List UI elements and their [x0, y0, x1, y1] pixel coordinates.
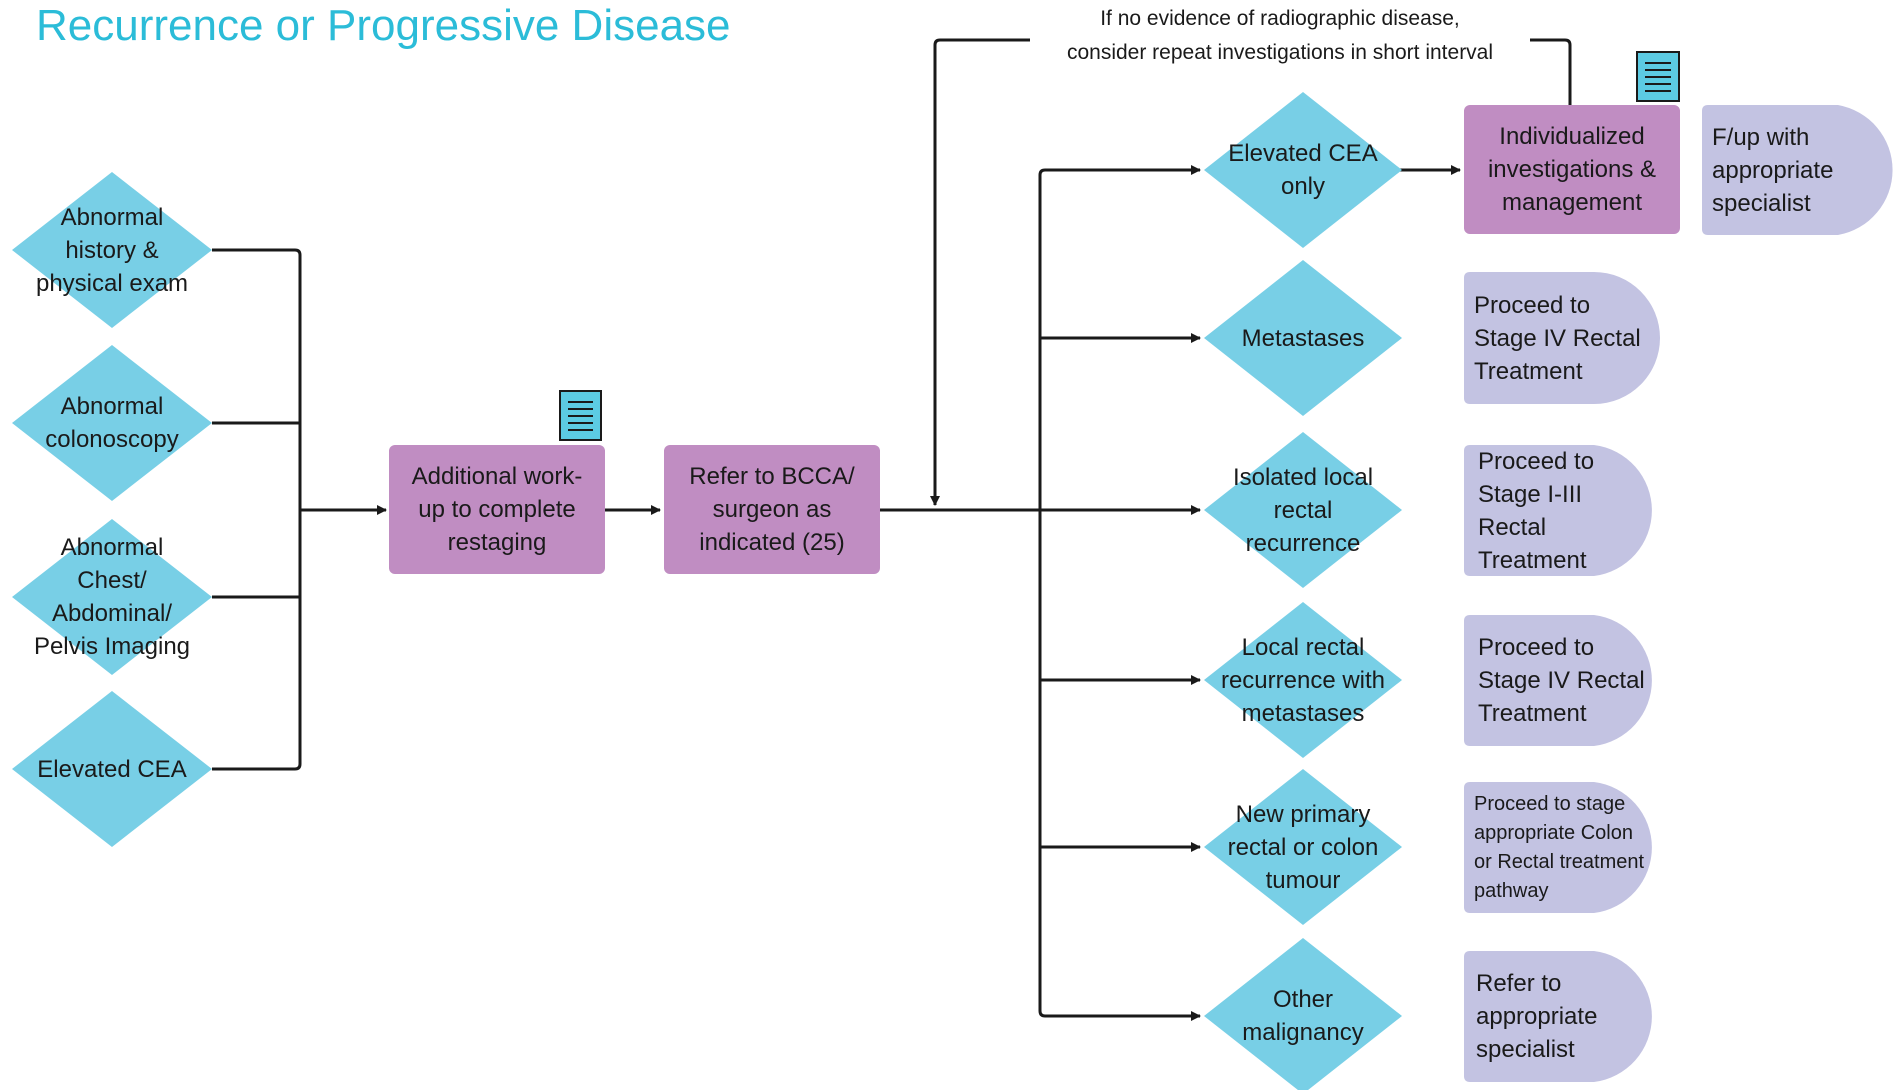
result-label-stage-i-iii: Proceed to Stage I-III Rectal Treatment — [1478, 447, 1595, 574]
individualized-label: Individualized investigations & manageme… — [1487, 123, 1657, 216]
branch-elevated-cea — [1038, 165, 1201, 510]
box-refer — [664, 445, 880, 574]
diamond-trigger-colonoscopy — [12, 345, 212, 501]
trigger-label-imaging: Abnormal Chest/ Abdominal/ Pelvis Imagin… — [33, 534, 191, 660]
trigger-label-history: Abnormal history & physical exam — [35, 203, 189, 297]
document-icon[interactable] — [1636, 51, 1680, 102]
terminal-fup-specialist — [1702, 105, 1893, 235]
terminal-shapes — [1464, 105, 1893, 1082]
diamond-metastases — [1204, 260, 1402, 416]
result-label-stage-appropriate: Proceed to stage appropriate Colon or Re… — [1474, 792, 1645, 902]
page-title: Recurrence or Progressive Disease — [36, 1, 731, 50]
diamond-other-malignancy — [1204, 938, 1402, 1090]
feedback-line-left — [930, 38, 1050, 506]
document-icon[interactable] — [559, 390, 602, 441]
result-label-stage-iv-2: Proceed to Stage IV Rectal Treatment — [1478, 634, 1645, 727]
decision-label-other-malignancy: Other malignancy — [1242, 986, 1364, 1046]
diamond-trigger-history — [12, 172, 212, 328]
trigger-merge-line — [212, 248, 302, 771]
box-individualized — [1464, 105, 1680, 234]
terminal-stage-iv-2 — [1464, 615, 1652, 746]
decision-label-new-primary: New primary rectal or colon tumour — [1227, 800, 1379, 894]
decision-label-elevated-cea-only: Elevated CEA only — [1228, 140, 1378, 200]
diamond-trigger-imaging — [12, 519, 212, 675]
decision-label-local-with-mets: Local rectal recurrence with metastases — [1220, 633, 1386, 727]
diamond-elevated-cea-only — [1204, 92, 1402, 248]
workup-label: Additional work- up to complete restagin… — [411, 463, 583, 556]
box-workup — [389, 445, 605, 574]
diamond-new-primary — [1204, 769, 1402, 925]
diamond-isolated-local — [1204, 432, 1402, 588]
trigger-label-cea: Elevated CEA — [37, 755, 187, 783]
terminal-stage-iv-1 — [1464, 272, 1660, 404]
terminal-refer-specialist — [1464, 951, 1652, 1082]
feedback-line-right — [1530, 38, 1572, 105]
terminal-stage-i-iii — [1464, 445, 1652, 576]
branch-trunk-down — [1038, 510, 1201, 1021]
terminal-stage-appropriate — [1464, 782, 1652, 913]
result-label-stage-iv-1: Proceed to Stage IV Rectal Treatment — [1474, 291, 1641, 385]
trigger-diamonds — [12, 172, 212, 847]
diamond-trigger-cea — [12, 691, 212, 847]
decision-label-isolated-local: Isolated local rectal recurrence — [1232, 463, 1374, 557]
result-label-refer-specialist: Refer to appropriate specialist — [1476, 970, 1598, 1063]
connectors — [212, 38, 1572, 1021]
result-label-fup: F/up with appropriate specialist — [1712, 123, 1834, 217]
decision-label-metastases: Metastases — [1241, 324, 1365, 352]
feedback-note: If no evidence of radiographic disease, … — [1030, 2, 1530, 70]
diamond-local-with-mets — [1204, 602, 1402, 758]
trigger-label-colonoscopy: Abnormal colonoscopy — [45, 393, 179, 453]
outcome-diamonds — [1204, 92, 1402, 1090]
refer-label: Refer to BCCA/ surgeon as indicated (25) — [689, 463, 855, 556]
